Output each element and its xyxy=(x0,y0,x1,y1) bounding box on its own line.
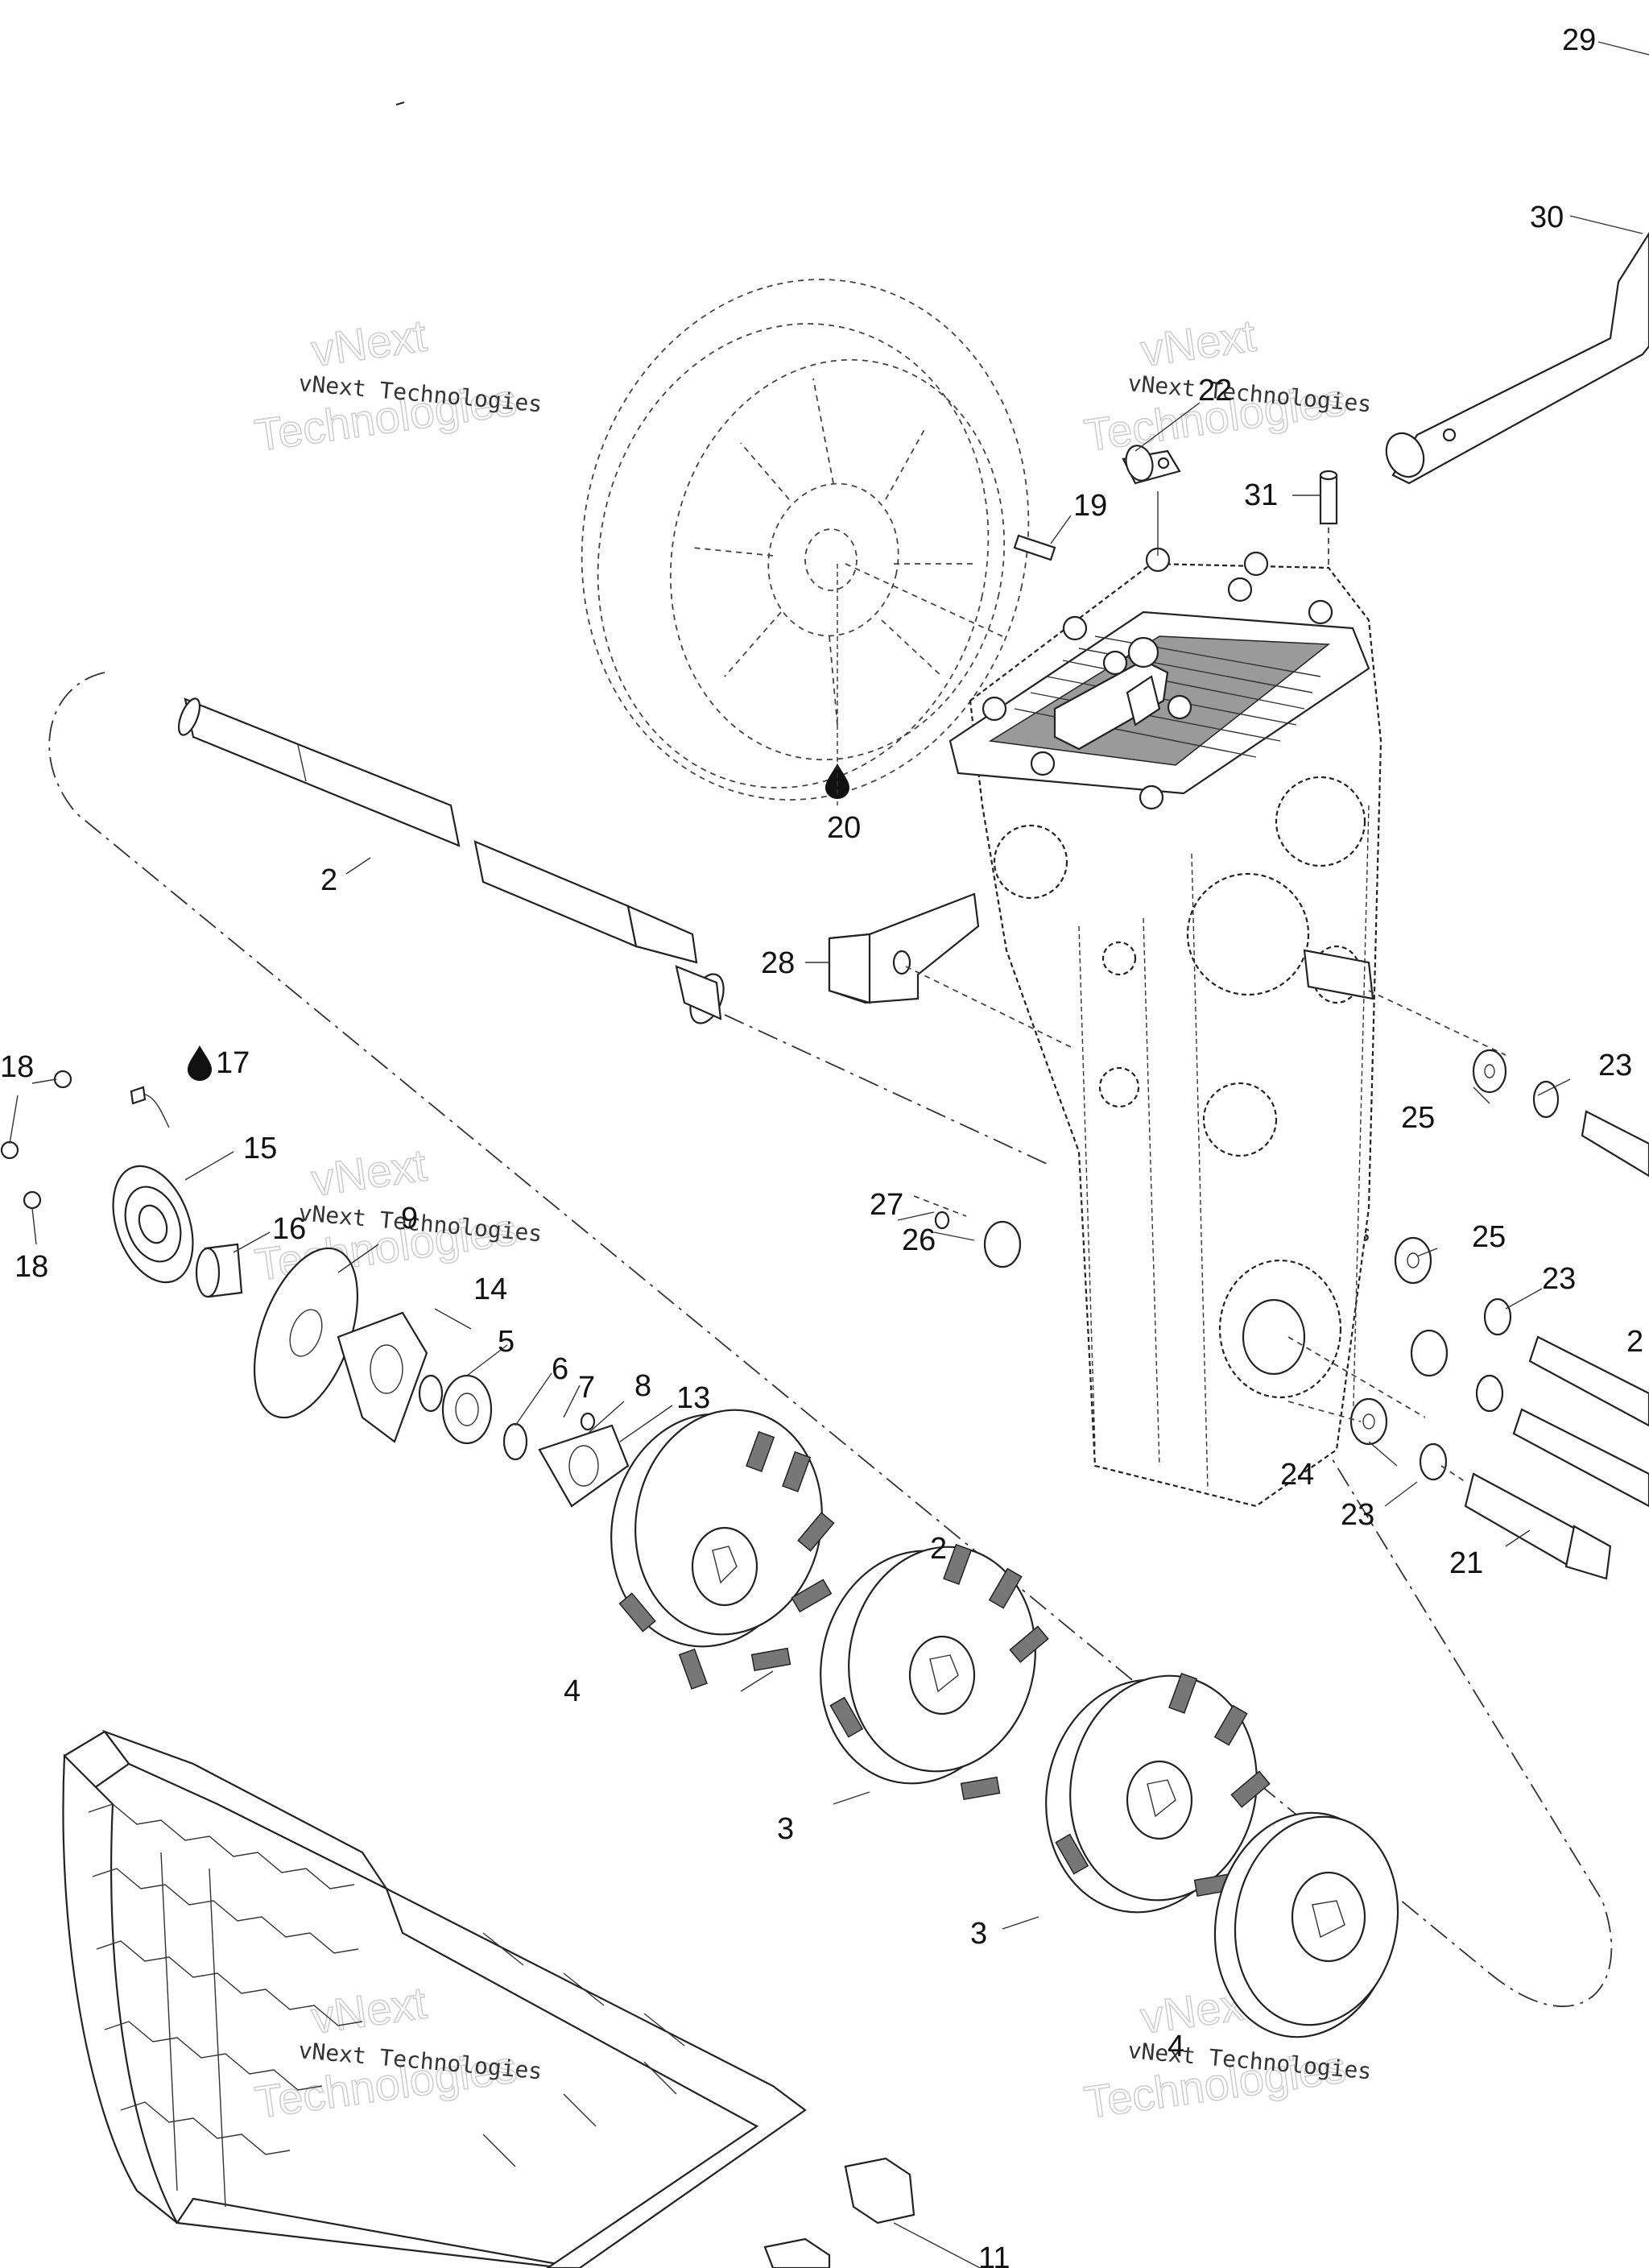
label-18: 18 xyxy=(0,1050,34,1084)
label-7: 7 xyxy=(578,1371,595,1405)
leader-lines xyxy=(9,41,1649,2268)
watermark-large-word-1: vNext xyxy=(308,1140,430,1206)
pin-31 xyxy=(1319,470,1338,568)
label-6: 6 xyxy=(552,1352,568,1386)
label-28: 28 xyxy=(761,946,795,980)
watermark-bottom-left: vNext Technologies vNext Technologies xyxy=(251,1976,543,2129)
label-9: 9 xyxy=(401,1202,418,1235)
label-22: 22 xyxy=(1198,374,1232,408)
track-belt xyxy=(62,1729,807,2268)
label-23: 23 xyxy=(1341,1498,1374,1532)
label-16: 16 xyxy=(272,1212,306,1246)
drive-shaft xyxy=(177,697,725,1024)
stray-mark xyxy=(395,101,405,106)
label-3: 3 xyxy=(970,1917,987,1951)
right-hardware xyxy=(1287,1049,1649,1580)
sprocket-middle xyxy=(820,1543,1049,1801)
clip-22 xyxy=(1122,445,1181,556)
torque-arm xyxy=(828,892,1072,1048)
shift-lever xyxy=(1385,231,1649,485)
part-labels: 29 30 22 19 31 20 2 28 18 17 15 16 9 14 … xyxy=(0,23,1643,2268)
key-19 xyxy=(1013,534,1056,561)
label-24: 24 xyxy=(1280,1458,1314,1492)
label-30: 30 xyxy=(1530,201,1564,234)
label-23: 23 xyxy=(1542,1262,1576,1296)
label-2: 2 xyxy=(930,1532,947,1566)
gearbox-housing xyxy=(948,547,1506,1508)
watermark-large-word-1: vNext xyxy=(1138,310,1259,376)
lower-shaft-axis xyxy=(1287,1336,1426,1418)
label-3: 3 xyxy=(777,1812,794,1846)
label-2: 2 xyxy=(320,863,337,897)
watermark-top-left: vNext Technologies vNext Technologies xyxy=(251,309,543,461)
label-11: 11 xyxy=(978,2241,1010,2268)
label-2: 2 xyxy=(1626,1325,1643,1359)
label-20: 20 xyxy=(827,811,861,845)
oil-drop-icon xyxy=(188,1045,212,1081)
sprocket-outer-right xyxy=(1213,1811,1399,2038)
label-29: 29 xyxy=(1562,23,1596,57)
bearing-stack-left xyxy=(0,1070,1022,1508)
label-17: 17 xyxy=(216,1046,250,1080)
label-27: 27 xyxy=(870,1188,903,1222)
label-14: 14 xyxy=(473,1273,507,1306)
label-4: 4 xyxy=(1168,2030,1184,2063)
label-23: 23 xyxy=(1598,1049,1632,1082)
sprocket-right xyxy=(1045,1672,1271,1914)
track-clips xyxy=(763,2157,915,2268)
drive-pulley-phantom xyxy=(581,279,1030,801)
sprocket-outer-left xyxy=(610,1409,835,1690)
label-19: 19 xyxy=(1073,489,1107,523)
label-5: 5 xyxy=(498,1325,515,1359)
housing-bolts xyxy=(982,547,1333,810)
label-4: 4 xyxy=(564,1674,581,1708)
label-26: 26 xyxy=(902,1223,936,1257)
watermark-large-word-1: vNext xyxy=(308,310,430,376)
shaft-axis xyxy=(724,1014,1048,1165)
label-31: 31 xyxy=(1244,478,1278,512)
label-25: 25 xyxy=(1401,1101,1435,1135)
label-18: 18 xyxy=(14,1250,48,1284)
label-25: 25 xyxy=(1472,1220,1506,1254)
label-21: 21 xyxy=(1449,1546,1483,1580)
label-15: 15 xyxy=(243,1132,277,1165)
watermark-large-word-1: vNext xyxy=(308,1977,430,2043)
label-13: 13 xyxy=(676,1381,710,1415)
label-8: 8 xyxy=(634,1369,651,1403)
track-outline xyxy=(48,672,1613,2008)
